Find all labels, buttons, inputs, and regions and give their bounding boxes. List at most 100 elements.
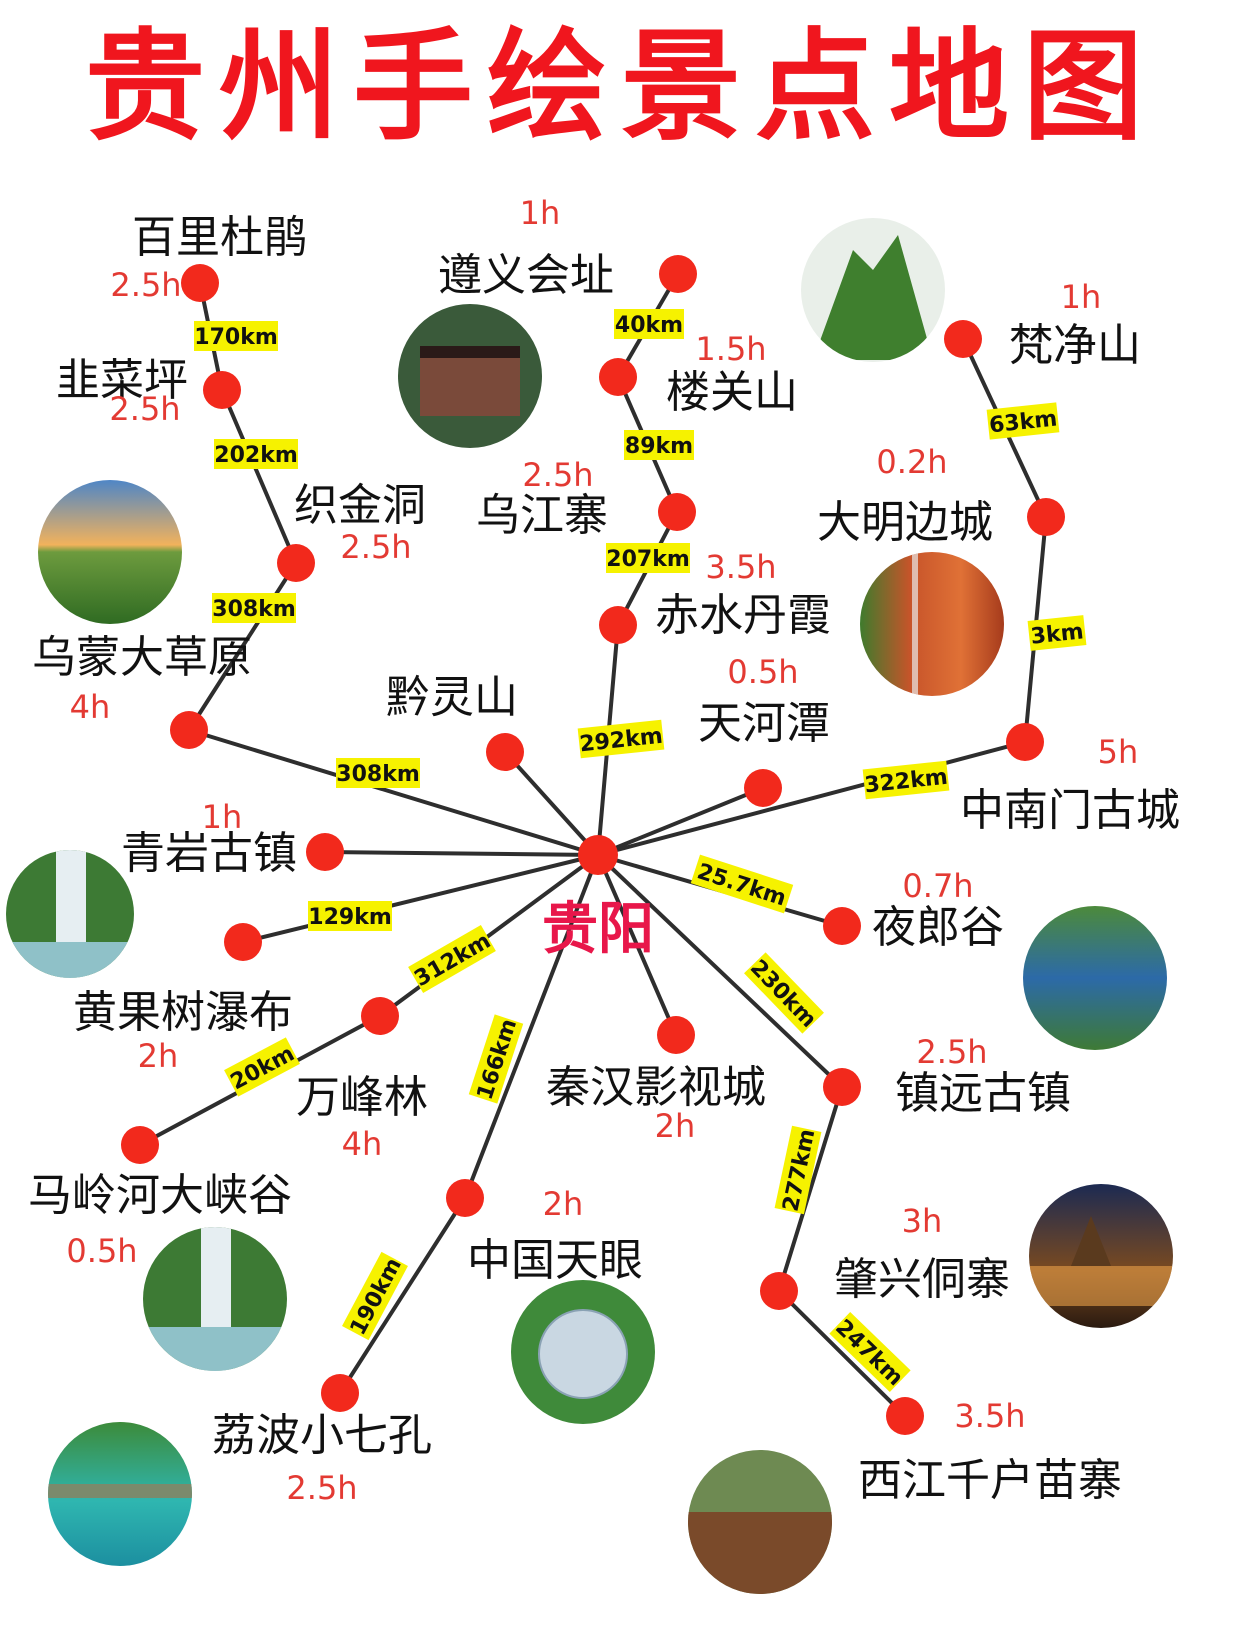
photo-zhaoxing-image bbox=[1029, 1184, 1173, 1328]
travel-time-baili: 2.5h bbox=[110, 266, 181, 304]
distance-tag: 20km bbox=[224, 1037, 300, 1097]
place-dot-wanfenglin[interactable] bbox=[361, 997, 399, 1035]
photo-fanjingshan-image bbox=[801, 218, 945, 362]
photo-xijiang-image bbox=[688, 1450, 832, 1594]
place-name-zhaoxing[interactable]: 肇兴侗寨 bbox=[834, 1254, 1010, 1305]
travel-time-tianhetan: 0.5h bbox=[727, 653, 798, 691]
place-dot-daming[interactable] bbox=[1027, 498, 1065, 536]
place-name-daming[interactable]: 大明边城 bbox=[817, 497, 993, 548]
distance-label: 202km bbox=[214, 443, 297, 468]
distance-tag: 129km bbox=[308, 901, 392, 931]
distance-tag: 322km bbox=[862, 760, 950, 800]
photo-tianyan-image bbox=[511, 1280, 655, 1424]
travel-time-wujiangzhai: 2.5h bbox=[522, 456, 593, 494]
map-title: 贵州手绘景点地图 bbox=[85, 18, 1157, 157]
distance-tag: 312km bbox=[408, 925, 496, 993]
place-name-fanjingshan[interactable]: 梵净山 bbox=[1009, 320, 1141, 371]
place-dot-jiucaiping[interactable] bbox=[203, 371, 241, 409]
distance-label: 25.7km bbox=[694, 859, 789, 911]
photo-huangguoshu-image bbox=[6, 850, 134, 978]
place-name-yelanggu[interactable]: 夜郎谷 bbox=[872, 902, 1004, 953]
place-dot-fanjingshan[interactable] bbox=[944, 320, 982, 358]
place-name-huangguoshu[interactable]: 黄果树瀑布 bbox=[73, 987, 293, 1038]
place-dot-qinhan[interactable] bbox=[657, 1016, 695, 1054]
travel-time-yelanggu: 0.7h bbox=[902, 867, 973, 905]
travel-time-malinghe: 0.5h bbox=[66, 1232, 137, 1270]
distance-label: 166km bbox=[473, 1016, 523, 1103]
place-name-qingyan[interactable]: 青岩古镇 bbox=[121, 828, 297, 879]
place-name-jiucaiping[interactable]: 韭菜坪 bbox=[56, 355, 188, 406]
distance-label: 230km bbox=[745, 955, 821, 1032]
place-dot-libo[interactable] bbox=[321, 1374, 359, 1412]
place-dot-huangguoshu[interactable] bbox=[224, 923, 262, 961]
place-dot-xijiang[interactable] bbox=[886, 1397, 924, 1435]
place-name-zhongnanmen[interactable]: 中南门古城 bbox=[960, 785, 1180, 836]
place-dot-zhijindong[interactable] bbox=[277, 544, 315, 582]
place-name-wumeng[interactable]: 乌蒙大草原 bbox=[32, 632, 252, 683]
place-name-zhijindong[interactable]: 织金洞 bbox=[294, 480, 426, 531]
distance-label: 40km bbox=[615, 313, 683, 338]
place-name-malinghe[interactable]: 马岭河大峡谷 bbox=[28, 1170, 292, 1221]
travel-time-chishui: 3.5h bbox=[705, 548, 776, 586]
distance-label: 89km bbox=[625, 434, 693, 459]
distance-label: 129km bbox=[308, 905, 391, 930]
route-line bbox=[596, 786, 765, 857]
distance-tag: 166km bbox=[468, 1014, 524, 1104]
place-name-qinhan[interactable]: 秦汉影视城 bbox=[546, 1062, 766, 1113]
place-dot-tianhetan[interactable] bbox=[744, 769, 782, 807]
route-line bbox=[187, 561, 298, 732]
place-name-libo[interactable]: 荔波小七孔 bbox=[212, 1410, 432, 1461]
route-line bbox=[241, 853, 600, 944]
place-dot-baili[interactable] bbox=[181, 264, 219, 302]
distance-label: 308km bbox=[336, 762, 419, 787]
place-name-qianlingshan[interactable]: 黔灵山 bbox=[386, 672, 518, 723]
travel-time-jiucaiping: 2.5h bbox=[109, 390, 180, 428]
travel-time-wanfenglin: 4h bbox=[342, 1125, 383, 1163]
route-line bbox=[338, 1196, 467, 1395]
place-dot-yelanggu[interactable] bbox=[823, 907, 861, 945]
place-dot-zunyi[interactable] bbox=[659, 255, 697, 293]
place-name-tianhetan[interactable]: 天河潭 bbox=[698, 698, 830, 749]
distance-tag: 170km bbox=[194, 321, 278, 351]
place-dot-qianlingshan[interactable] bbox=[486, 733, 524, 771]
distance-label: 20km bbox=[227, 1041, 299, 1095]
place-dot-zhaoxing[interactable] bbox=[760, 1272, 798, 1310]
place-name-xijiang[interactable]: 西江千户苗寨 bbox=[858, 1455, 1122, 1506]
place-dot-tianyan[interactable] bbox=[446, 1179, 484, 1217]
place-name-chishui[interactable]: 赤水丹霞 bbox=[655, 590, 831, 641]
place-name-tianyan[interactable]: 中国天眼 bbox=[467, 1235, 643, 1286]
place-dot-qingyan[interactable] bbox=[306, 833, 344, 871]
place-dot-zhenyuan[interactable] bbox=[823, 1068, 861, 1106]
place-dot-zhongnanmen[interactable] bbox=[1006, 723, 1044, 761]
travel-time-louguanshan: 1.5h bbox=[695, 330, 766, 368]
place-dot-wujiangzhai[interactable] bbox=[658, 493, 696, 531]
place-name-wujiangzhai[interactable]: 乌江寨 bbox=[476, 490, 608, 541]
route-line bbox=[596, 740, 1027, 857]
photo-yelanggu-image bbox=[1023, 906, 1167, 1050]
place-dot-malinghe[interactable] bbox=[121, 1126, 159, 1164]
travel-time-daming: 0.2h bbox=[876, 443, 947, 481]
travel-time-zunyi: 1h bbox=[520, 194, 561, 232]
place-dot-guiyang[interactable] bbox=[578, 835, 618, 875]
travel-time-qinhan: 2h bbox=[655, 1107, 696, 1145]
travel-time-huangguoshu: 2h bbox=[138, 1037, 179, 1075]
place-name-zhenyuan[interactable]: 镇远古镇 bbox=[895, 1068, 1071, 1119]
place-dot-louguanshan[interactable] bbox=[599, 358, 637, 396]
route-line bbox=[777, 1085, 844, 1293]
place-dot-chishui[interactable] bbox=[599, 606, 637, 644]
travel-time-zhaoxing: 3h bbox=[902, 1202, 943, 1240]
place-name-baili[interactable]: 百里杜鹃 bbox=[132, 212, 308, 263]
distance-tag: 207km bbox=[606, 543, 690, 573]
route-line bbox=[596, 853, 678, 1037]
photo-malinghe-image bbox=[143, 1227, 287, 1371]
travel-time-fanjingshan: 1h bbox=[1061, 278, 1102, 316]
distance-tag: 190km bbox=[342, 1251, 408, 1341]
place-name-louguanshan[interactable]: 楼关山 bbox=[666, 367, 798, 418]
center-label-guiyang: 贵阳 bbox=[542, 897, 654, 962]
place-dot-wumeng[interactable] bbox=[170, 711, 208, 749]
place-name-zunyi[interactable]: 遵义会址 bbox=[438, 250, 614, 301]
distance-tag: 202km bbox=[214, 439, 298, 469]
distance-tag: 308km bbox=[212, 593, 296, 623]
place-name-wanfenglin[interactable]: 万峰林 bbox=[296, 1072, 428, 1123]
